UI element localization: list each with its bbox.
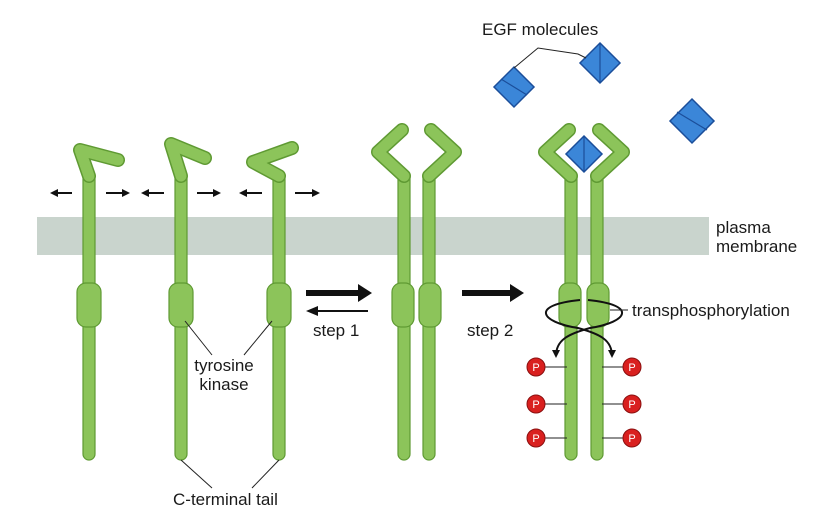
egf-molecule-1 xyxy=(492,65,536,109)
tyrosine-kinase-label-line2: kinase xyxy=(199,375,249,394)
transphosphorylation-arrows xyxy=(545,299,628,358)
plasma-membrane xyxy=(37,217,709,255)
phosphate-group-right: P P P xyxy=(602,357,642,448)
c-terminal-tail-leaders xyxy=(180,459,280,489)
egf-molecules-label: EGF molecules xyxy=(482,20,599,39)
receptor-dimer-egf-bound xyxy=(538,123,630,461)
phosphate-group-left: P P P xyxy=(526,357,567,448)
receptor-monomer-3 xyxy=(246,141,299,461)
step1-label: step 1 xyxy=(313,321,360,340)
phosphate-icon: P xyxy=(628,433,635,445)
plasma-membrane-label-line2: membrane xyxy=(716,237,798,256)
c-terminal-tail-label: C-terminal tail xyxy=(173,490,278,509)
egf-molecule-3 xyxy=(668,97,716,145)
egf-molecule-bound xyxy=(564,134,604,174)
plasma-membrane-label: plasma membrane xyxy=(716,218,797,256)
receptor-monomer-1 xyxy=(73,143,125,461)
tyrosine-kinase-label: tyrosine kinase xyxy=(190,356,258,394)
phosphate-icon: P xyxy=(532,433,539,445)
phosphate-icon: P xyxy=(532,362,539,374)
tyrosine-kinase-label-line1: tyrosine xyxy=(194,356,254,375)
tyrosine-kinase-leaders xyxy=(184,320,273,356)
step2-label: step 2 xyxy=(467,321,514,340)
egf-molecule-2 xyxy=(578,41,622,85)
receptor-monomer-2 xyxy=(164,137,212,461)
phosphate-icon: P xyxy=(628,399,635,411)
receptor-dimer-unliganded xyxy=(371,123,462,461)
plasma-membrane-label-line1: plasma xyxy=(716,218,771,237)
phosphate-icon: P xyxy=(628,362,635,374)
phosphate-icon: P xyxy=(532,399,539,411)
transphosphorylation-label: transphosphorylation xyxy=(632,301,790,320)
step1-equilibrium-arrows xyxy=(306,284,372,316)
egf-label-leader xyxy=(513,47,587,69)
step2-forward-arrow xyxy=(462,284,524,302)
